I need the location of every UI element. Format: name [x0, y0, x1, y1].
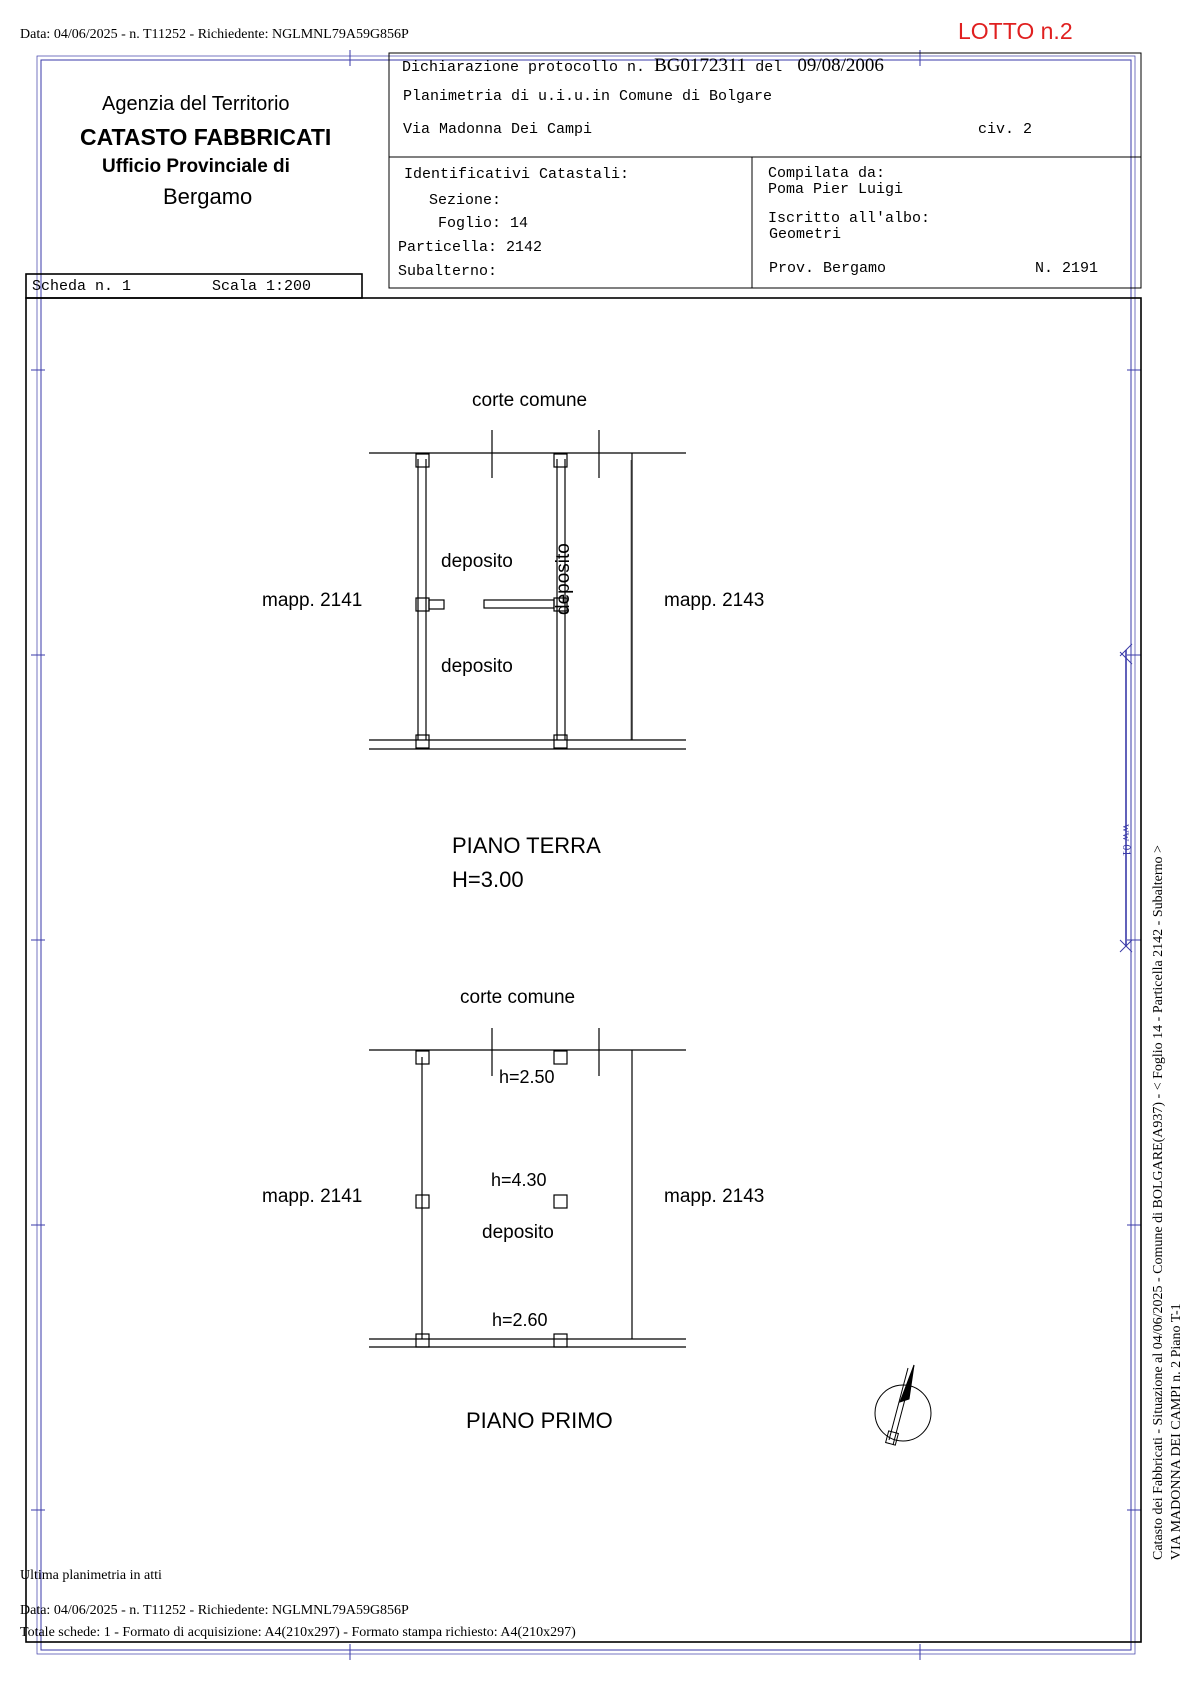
- footer-ultima: Ultima planimetria in atti: [20, 1568, 162, 1583]
- identifier-particella: Particella: 2142: [398, 239, 543, 256]
- identifier-foglio: Foglio: 14: [438, 215, 529, 232]
- ground-left-mapp: mapp. 2141: [262, 590, 363, 611]
- first-right-mapp: mapp. 2143: [664, 1186, 765, 1207]
- province: Prov. Bergamo: [769, 260, 887, 277]
- identifiers-title: Identificativi Catastali:: [404, 166, 630, 183]
- ground-floor-height: H=3.00: [452, 867, 524, 892]
- office-agency: Agenzia del Territorio: [102, 93, 290, 115]
- first-floor-plan: [369, 1028, 686, 1348]
- office-catasto: CATASTO FABBRICATI: [80, 124, 332, 150]
- blue-frame: [31, 50, 1141, 1660]
- first-height-top: h=2.50: [499, 1067, 555, 1087]
- civico: civ. 2: [978, 121, 1033, 138]
- footer-totale-line: Totale schede: 1 - Formato di acquisizio…: [20, 1625, 576, 1640]
- registration-number: N. 2191: [1035, 260, 1099, 277]
- scala-label: Scala 1:200: [212, 278, 312, 295]
- planimetria-line: Planimetria di u.i.u.in Comune di Bolgar…: [403, 88, 773, 105]
- ground-right-mapp: mapp. 2143: [664, 590, 765, 611]
- protocol-number: BG0172311: [654, 55, 747, 76]
- albo-label: Iscritto all'albo:: [768, 210, 931, 227]
- ground-corte-label: corte comune: [472, 390, 588, 411]
- lotto-label: LOTTO n.2: [958, 18, 1073, 44]
- ground-room-lower: deposito: [441, 656, 513, 677]
- first-left-mapp: mapp. 2141: [262, 1186, 363, 1207]
- identifier-subalterno: Subalterno:: [398, 263, 498, 280]
- footer-data-line: Data: 04/06/2025 - n. T11252 - Richieden…: [20, 1603, 409, 1618]
- address-line: Via Madonna Dei Campi: [403, 121, 593, 138]
- header-boxes: [25, 52, 1142, 1643]
- compilata-name: Poma Pier Luigi: [768, 181, 904, 198]
- ground-floor-plan: [369, 430, 686, 750]
- declaration-prefix: Dichiarazione protocollo n.: [402, 59, 646, 76]
- declaration-del: del: [755, 59, 783, 76]
- side-text-line2: VIA MADONNA DEI CAMPI n. 2 Piano T-1: [1169, 1303, 1184, 1560]
- ground-floor-title: PIANO TERRA: [452, 833, 601, 858]
- first-height-bottom: h=2.60: [492, 1310, 548, 1330]
- side-text-line1: Catasto dei Fabbricati - Situazione al 0…: [1151, 845, 1166, 1560]
- scheda-label: Scheda n. 1: [32, 278, 132, 295]
- ground-room-upper: deposito: [441, 551, 513, 572]
- office-ufficio: Ufficio Provinciale di: [102, 156, 290, 177]
- identifier-sezione: Sezione:: [429, 192, 502, 209]
- first-height-mid: h=4.30: [491, 1170, 547, 1190]
- office-city: Bergamo: [163, 184, 253, 209]
- first-floor-title: PIANO PRIMO: [466, 1408, 613, 1433]
- side-stamp: ww 01: [1120, 824, 1134, 857]
- ground-room-side: deposito: [553, 543, 574, 615]
- declaration-date: 09/08/2006: [797, 55, 884, 76]
- declaration-line: Dichiarazione protocollo n. BG0172311 de…: [402, 55, 884, 77]
- top-info-line: Data: 04/06/2025 - n. T11252 - Richieden…: [20, 27, 409, 42]
- north-arrow-icon: [874, 1364, 932, 1446]
- first-room: deposito: [482, 1222, 554, 1243]
- first-corte-label: corte comune: [460, 987, 576, 1008]
- compilata-label: Compilata da:: [768, 165, 886, 182]
- albo-value: Geometri: [769, 226, 842, 243]
